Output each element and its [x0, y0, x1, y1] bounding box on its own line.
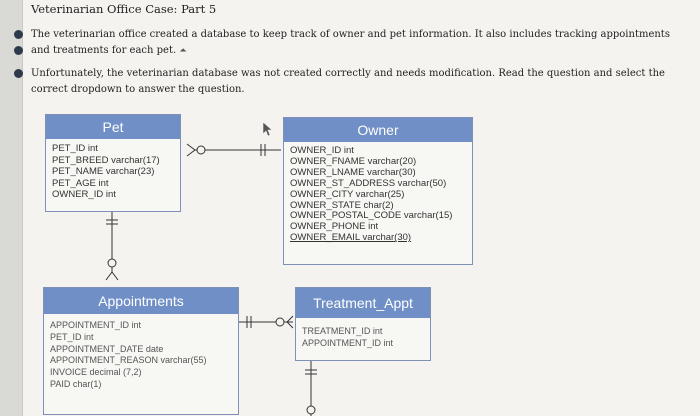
field: PET_AGE int [52, 177, 109, 189]
pet-table-title: Pet [46, 115, 180, 139]
owner-fields: OWNER_ID int OWNER_FNAME varchar(20) OWN… [284, 142, 472, 248]
field: PET_BREED varchar(17) [52, 154, 160, 166]
appointments-table-title: Appointments [44, 288, 238, 314]
appointments-table: Appointments APPOINTMENT_ID int PET_ID i… [43, 287, 239, 415]
field: PET_ID int [50, 331, 94, 342]
intro-paragraph: The veterinarian office created a databa… [14, 27, 671, 59]
field: APPOINTMENT_DATE date [50, 343, 164, 354]
field: APPOINTMENT_ID int [302, 337, 394, 348]
treatment-fields: TREATMENT_ID int APPOINTMENT_ID int [296, 318, 430, 354]
field: OWNER_EMAIL varchar(30) [290, 232, 412, 244]
intro-line-2-text: and treatments for each pet. [31, 45, 177, 56]
bullet-icon [14, 46, 23, 55]
field: TREATMENT_ID int [302, 326, 383, 336]
appointments-fields: APPOINTMENT_ID int PET_ID int APPOINTMEN… [44, 314, 238, 395]
field: PET_NAME varchar(23) [52, 166, 155, 178]
treatment-table-title: Treatment_Appt [296, 288, 430, 318]
field: OWNER_CITY varchar(25) [290, 188, 405, 200]
intro-line-1: The veterinarian office created a databa… [31, 29, 670, 40]
field: APPOINTMENT_ID int [50, 320, 142, 330]
mouse-pointer-icon [262, 121, 273, 137]
field: PET_ID int [52, 143, 98, 154]
field: OWNER_ID int [52, 189, 116, 201]
field: OWNER_STATE char(2) [290, 199, 394, 211]
field: OWNER_PHONE int [290, 221, 379, 233]
owner-table-title: Owner [284, 118, 472, 142]
pet-appointments-relationship [105, 212, 119, 281]
bullet-icon [14, 69, 23, 78]
field: OWNER_LNAME varchar(30) [290, 166, 416, 178]
owner-table: Owner OWNER_ID int OWNER_FNAME varchar(2… [283, 117, 473, 265]
pet-table: Pet PET_ID int PET_BREED varchar(17) PET… [45, 114, 181, 212]
case-title: Veterinarian Office Case: Part 5 [31, 2, 217, 16]
field: PAID char(1) [50, 378, 102, 389]
pet-fields: PET_ID int PET_BREED varchar(17) PET_NAM… [46, 139, 180, 205]
field: APPOINTMENT_REASON varchar(55) [50, 355, 207, 366]
instruction-paragraph: Unfortunately, the veterinarian database… [14, 66, 671, 98]
treatment-appt-table: Treatment_Appt TREATMENT_ID int APPOINTM… [295, 287, 431, 361]
field: OWNER_ST_ADDRESS varchar(50) [290, 177, 447, 189]
instruction-line-1: Unfortunately, the veterinarian database… [31, 68, 665, 79]
bullet-icon [14, 30, 23, 39]
appointments-treatment-relationship [239, 315, 294, 329]
treatment-down-relationship [305, 361, 317, 416]
pet-owner-relationship [186, 143, 281, 157]
field: OWNER_ID int [290, 145, 354, 156]
question-page: Veterinarian Office Case: Part 5 The vet… [14, 0, 700, 416]
field: OWNER_FNAME varchar(20) [290, 155, 417, 167]
instruction-line-2: correct dropdown to answer the question. [31, 84, 245, 95]
intro-line-2: and treatments for each pet. ⏶ [31, 43, 671, 59]
relationship-lines [105, 121, 317, 416]
field: OWNER_POSTAL_CODE varchar(15) [290, 210, 453, 222]
field: INVOICE decimal (7,2) [50, 367, 142, 378]
cursor-icon: ⏶ [179, 46, 187, 56]
